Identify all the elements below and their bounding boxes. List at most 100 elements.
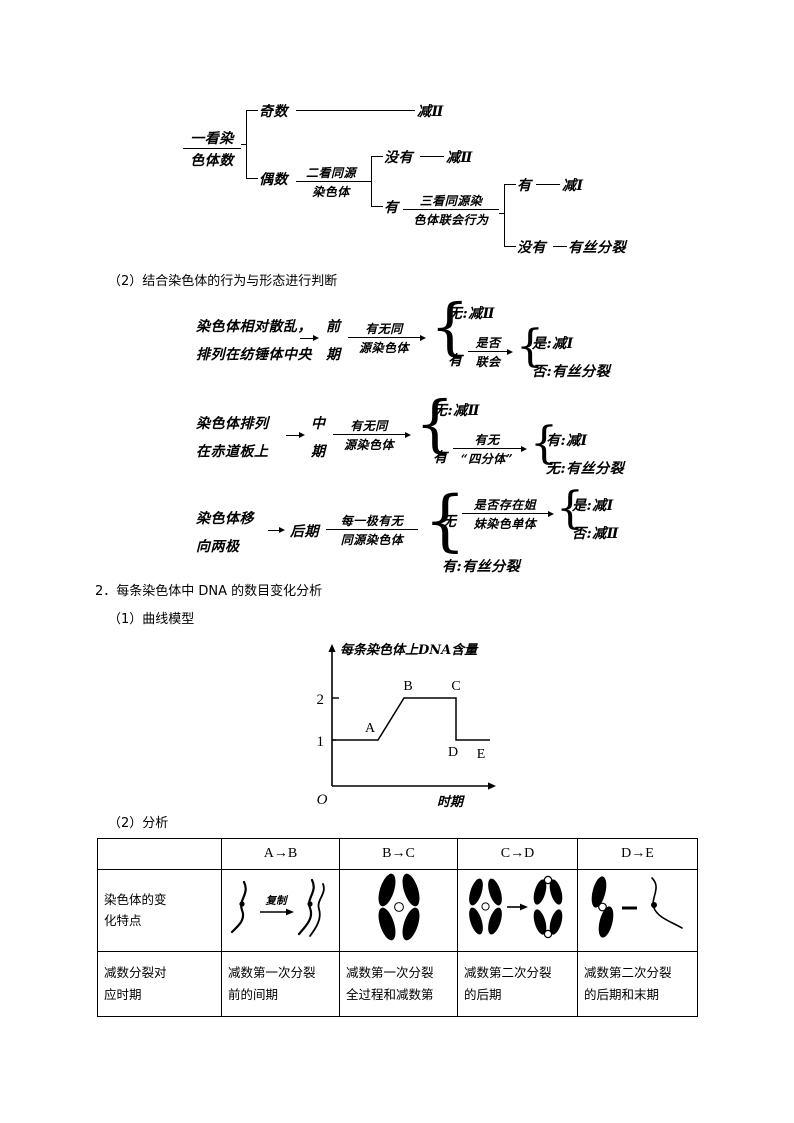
row-label-meiosis-stage: 减数分裂对 应时期 [97,950,222,1017]
decondensing-diagram [591,876,683,938]
tree-step2-no-line [371,156,383,157]
tree-step3-stem [499,213,505,214]
cell-period-bc-line1: 减数第一次分裂 [346,965,434,980]
subheading-curve-model: （1）曲线模型 [108,612,195,627]
tree-root-label: 一看染 色体数 [183,128,241,170]
row-label2-line2: 应时期 [104,986,142,1002]
replication-arrow-head [285,908,294,916]
tree-branch-even-label: 偶数 [259,172,288,188]
flow3-subject-line2: 向两极 [196,539,240,555]
flow3-test-label: 每一极有无 同源染色体 [326,512,418,548]
flow2-stage-line1: 中 [311,416,326,432]
flow1-sub-yes: 是:减Ⅰ [532,336,574,352]
flow2-outcome-no: 无:减Ⅱ [433,403,480,419]
split-source-arm-ul [468,878,483,906]
chart-curve [332,697,490,741]
flow1-subbrace: { [516,321,544,372]
flow3-brace: { [424,482,466,559]
cell-period-de-line1: 减数第二次分裂 [584,965,672,980]
chart-point-label-A: A [365,721,376,736]
split-source-arm-ll [468,907,483,935]
flow2-subject-line2: 在赤道板上 [196,444,269,460]
cell-figure-de [577,869,698,952]
chromatin-thread-before [230,880,247,934]
chart-origin-label: O [317,792,328,808]
flow3-outcome-no-label: 无 [442,514,457,530]
tree-step2-no-connector [420,156,444,157]
condensed-chromosome-upper-arm [591,876,606,908]
tree-step2-no-result: 减Ⅱ [446,150,473,166]
replication-caption: 复制 [264,894,288,907]
flow2-stage-line2: 期 [311,444,326,460]
tree-step3-no-label: 没有 [517,240,546,256]
flow1-stage-line1: 前 [326,319,341,335]
tree-step2-stem [366,181,372,182]
tree-branch-odd-line [246,110,258,111]
tree-step2-yes-line [371,206,383,207]
flow2-sub-yes: 有:减Ⅰ [546,433,588,449]
cell-period-cd: 减数第二次分裂 的后期 [457,950,578,1017]
tree-step2-label: 二看同源 染色体 [296,164,366,200]
table-col-header-de: D→E [577,838,698,870]
chromatid-arm-upper-right [402,873,419,907]
condensed-centromere [597,902,607,912]
flow3-arrow-line [268,530,280,531]
table-corner-cell [97,838,222,870]
chromatid-arm-lower-left [378,907,395,941]
flow1-arrow-line [300,338,314,339]
cell-period-bc-line2: 全过程和减数第 [346,986,434,1002]
dna-content-curve-chart: 2 1 O 每条染色体上DNA含量 时期 A B C D E [317,642,496,810]
tree-branch-even-line [246,178,258,179]
flow1-test-arrow-head [420,334,426,341]
flow1-stage-line2: 期 [326,347,341,363]
heading-dna-count-analysis: 2．每条染色体中 DNA 的数目变化分析 [95,584,323,599]
flow1-subject-line2: 排列在纺锤体中央 [196,347,312,363]
flow3-sub-no: 否:减Ⅱ [572,526,619,542]
cell-period-cd-line2: 的后期 [464,986,502,1002]
flow3-sub-yes: 是:减Ⅰ [572,498,614,514]
chromatin-centromere-dot [650,902,657,908]
tree-step3-label: 三看同源染 色体联会行为 [403,192,499,228]
flow2-subbrace: { [530,418,558,469]
subheading-analysis: （2）分析 [108,816,169,831]
tree-odd-to-result-line [296,110,415,111]
chart-x-axis-title: 时期 [437,794,465,810]
flow1-subtest-label: 是否 联会 [468,334,508,370]
analysis-table: A→B B→C C→D D→E 染色体的变 化特点 复制 [97,838,698,1017]
chart-point-label-B: B [403,679,412,694]
tree-root-stem [241,144,247,145]
flow3-subbrace: { [556,483,584,534]
daughter-chromatid-upper-left-arm [533,879,546,905]
daughter-chromatid-upper-right-arm [549,879,562,905]
tree-step2-no-label: 没有 [384,150,413,166]
tree-step3-no-result: 有丝分裂 [568,240,626,256]
flow1-sub-no: 否:有丝分裂 [532,364,611,380]
flow2-subtest-label: 有无 “四分体” [453,431,521,467]
tree-step3-yes-result: 减Ⅰ [562,178,584,194]
flow2-subject-line1: 染色体排列 [196,416,269,432]
tree-branch-odd-label: 奇数 [259,104,288,120]
table-col-header-cd: C→D [457,838,578,870]
centromere-dot-after [306,901,313,907]
tree-step3-no-connector [553,246,567,247]
flow3-outcome-yes: 有:有丝分裂 [442,559,521,575]
tree-step3-connector [504,184,505,246]
daughter-chromatid-lower-left-arm [533,909,546,935]
split-source-centromere [480,902,490,911]
chart-point-label-E: E [477,747,486,762]
tree-step2-yes-label: 有 [384,200,399,216]
sister-chromatid-2 [308,883,325,937]
flow2-subtest-arrow-head [521,445,527,452]
chart-y-axis-arrow [328,644,336,652]
flow2-sub-no: 无:有丝分裂 [546,461,625,477]
daughter-chromatid-lower-right-arm [549,909,562,935]
cell-period-ab-line2: 前的间期 [228,986,279,1002]
flow2-arrow-head [299,431,305,438]
replication-diagram: 复制 [230,878,325,937]
flow3-subtest-label: 是否存在姐 妹染色单体 [462,496,548,532]
split-source-arm-ur [487,878,502,906]
centromere [393,902,404,912]
flow1-arrow-head [313,334,319,341]
row-label-line1: 染色体的变 [104,891,167,907]
cell-figure-ab: 复制 [221,869,340,952]
